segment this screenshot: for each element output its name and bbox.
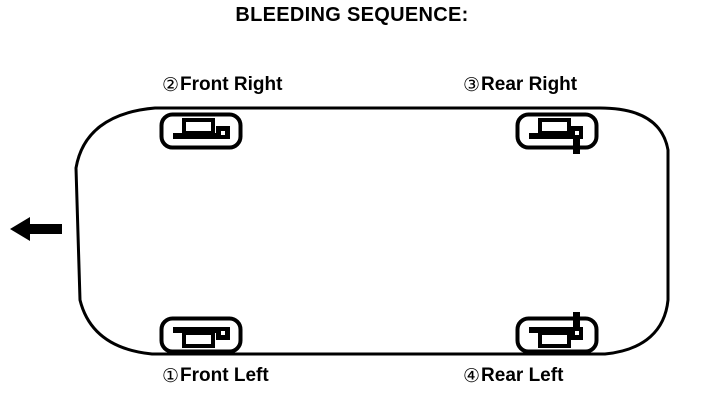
brake-caliper-icon-front-right bbox=[159, 112, 243, 150]
brake-caliper-icon-rear-left bbox=[515, 312, 599, 354]
bleed-point-name-front-right: Front Right bbox=[180, 74, 283, 95]
bleed-point-label-rear-left: ④ Rear Left bbox=[463, 365, 563, 387]
brake-caliper-icon-rear-right bbox=[515, 112, 599, 154]
sequence-number-4: ④ bbox=[463, 365, 481, 387]
page-title: BLEEDING SEQUENCE: bbox=[235, 4, 469, 26]
bleed-point-label-rear-right: ③ Rear Right bbox=[463, 74, 577, 96]
sequence-number-1: ① bbox=[162, 365, 180, 387]
bleed-point-name-rear-right: Rear Right bbox=[481, 74, 578, 95]
bleed-point-label-front-right: ② Front Right bbox=[162, 74, 282, 96]
bleed-point-name-rear-left: Rear Left bbox=[481, 365, 564, 386]
sequence-number-2: ② bbox=[162, 74, 180, 96]
sequence-number-3: ③ bbox=[463, 74, 481, 96]
brake-caliper-icon-front-left bbox=[159, 316, 243, 354]
direction-arrow-container bbox=[8, 212, 64, 246]
arrow-left-icon bbox=[10, 217, 62, 241]
bleed-point-name-front-left: Front Left bbox=[180, 365, 269, 386]
bleed-point-label-front-left: ① Front Left bbox=[162, 365, 269, 387]
